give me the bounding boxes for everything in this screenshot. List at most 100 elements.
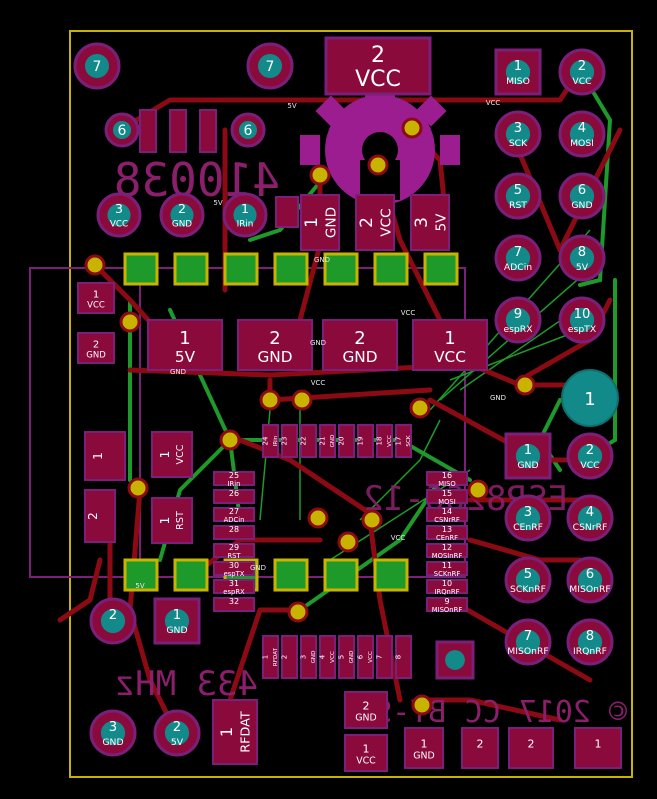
thermal-pad bbox=[273, 558, 309, 592]
power-row-pad-label: GND bbox=[257, 348, 292, 366]
esp-right-pin-pad bbox=[426, 507, 468, 522]
esp-left-pin-num: 27 bbox=[229, 507, 239, 516]
esp-bottom-pin: 8 bbox=[395, 635, 412, 679]
power-vert-pad-label: VCC bbox=[378, 208, 394, 236]
radio-pin-label: GND bbox=[102, 737, 123, 748]
esp-right-pin-num: 14 bbox=[442, 507, 452, 516]
power-vert-pad-num: 1 bbox=[302, 217, 322, 228]
esp-left-pin-pad bbox=[213, 543, 255, 558]
esp-top-pin: 20 bbox=[338, 424, 355, 458]
esp-bottom-pin-num: 4 bbox=[319, 654, 327, 659]
power-row-pad-num: 1 bbox=[179, 328, 190, 349]
thermal-pad bbox=[323, 558, 359, 592]
nrf-header-pin-drill bbox=[515, 629, 541, 655]
mount-hole-drill bbox=[85, 54, 109, 78]
right-header-pin-num: 3 bbox=[514, 121, 522, 136]
nrf-header-pin-label: VCC bbox=[580, 460, 599, 471]
right-header-pin-drill bbox=[569, 307, 595, 333]
esp-right-pin-label: MISOnRF bbox=[432, 606, 463, 614]
mount-hole: 6 bbox=[104, 112, 140, 148]
bottom-pad-num: 1 bbox=[421, 737, 428, 750]
thermal-pad bbox=[223, 252, 259, 286]
power-vert-pad-num: 3 bbox=[412, 217, 432, 228]
esp-left-pin-label: ADCin bbox=[224, 516, 245, 524]
esp-top-pin-num: 22 bbox=[300, 437, 308, 446]
radio-pin: 2 bbox=[89, 597, 137, 645]
esp-left-pin-label: espRX bbox=[223, 588, 245, 596]
esp-left-pin-num: 30 bbox=[229, 561, 239, 570]
esp-left-pin-pad bbox=[213, 561, 255, 576]
bottom-pad-pad bbox=[508, 727, 554, 769]
via bbox=[84, 254, 106, 276]
nrf-header-pin-label: CEnRF bbox=[513, 522, 543, 533]
left-vert-pad: 2 bbox=[84, 489, 116, 543]
cap-pad-num: 1 bbox=[158, 451, 172, 459]
right-header-pin-drill bbox=[505, 245, 531, 271]
esp-right-pin-label: SCKnRF bbox=[434, 570, 461, 578]
via bbox=[467, 479, 489, 501]
left-header-pin-label: IRin bbox=[237, 220, 254, 230]
radio-pin-drill bbox=[100, 720, 126, 746]
nrf-header-pin-drill bbox=[577, 567, 603, 593]
cap-pad-label: RST bbox=[175, 511, 186, 530]
right-header-pin-num: 7 bbox=[514, 245, 522, 260]
nrf-header-pin-drill bbox=[515, 505, 541, 531]
esp-bottom-pin-num: 5 bbox=[338, 655, 346, 659]
right-header-pin-drill bbox=[505, 307, 531, 333]
radio-pin-num: 2 bbox=[173, 720, 181, 735]
small-left-pad-num: 1 bbox=[93, 290, 99, 301]
right-header-pin-label: RST bbox=[509, 200, 527, 211]
large-mount-hole-num: 1 bbox=[584, 389, 595, 410]
resistor-pad bbox=[169, 109, 187, 153]
bottom-pad-pad bbox=[404, 727, 444, 769]
radio-pin-label: 5V bbox=[171, 737, 184, 748]
right-header-pin-drill bbox=[569, 121, 595, 147]
nrf-header-pin-label: IRQnRF bbox=[573, 646, 607, 657]
left-header-pin-label: GND bbox=[172, 220, 192, 230]
esp-top-pin-pad bbox=[395, 424, 412, 458]
net-label: VCC bbox=[401, 309, 416, 317]
power-row-pad-label: VCC bbox=[434, 348, 466, 366]
esp-top-pin-label: GND bbox=[330, 435, 336, 448]
radio-pin-drill bbox=[164, 720, 190, 746]
esp-bottom-pin-pad bbox=[338, 635, 355, 679]
bottom-pad-label: GND bbox=[413, 750, 434, 761]
via bbox=[514, 374, 536, 396]
esp-top-pin-num: 19 bbox=[357, 437, 365, 446]
bottom-pad-label: GND bbox=[355, 712, 376, 723]
via bbox=[411, 694, 433, 716]
nrf-header-pin-label: SCKnRF bbox=[510, 584, 546, 595]
bottom-pad-num: 1 bbox=[363, 742, 370, 755]
bottom-pad: 2 bbox=[461, 727, 499, 769]
esp-right-pin-num: 9 bbox=[444, 597, 449, 606]
top-connector-label: VCC bbox=[355, 67, 401, 92]
power-vert-pad-pad bbox=[355, 194, 395, 251]
power-row-pad-label: GND bbox=[342, 348, 377, 366]
via bbox=[219, 429, 241, 451]
via bbox=[291, 389, 313, 411]
esp-left-pin-label: RST bbox=[227, 552, 241, 560]
esp-bottom-pin: 7 bbox=[376, 635, 393, 679]
power-row-pad: 15V bbox=[147, 319, 223, 371]
esp-bottom-pin-num: 2 bbox=[281, 655, 289, 659]
board-outline bbox=[69, 30, 633, 778]
